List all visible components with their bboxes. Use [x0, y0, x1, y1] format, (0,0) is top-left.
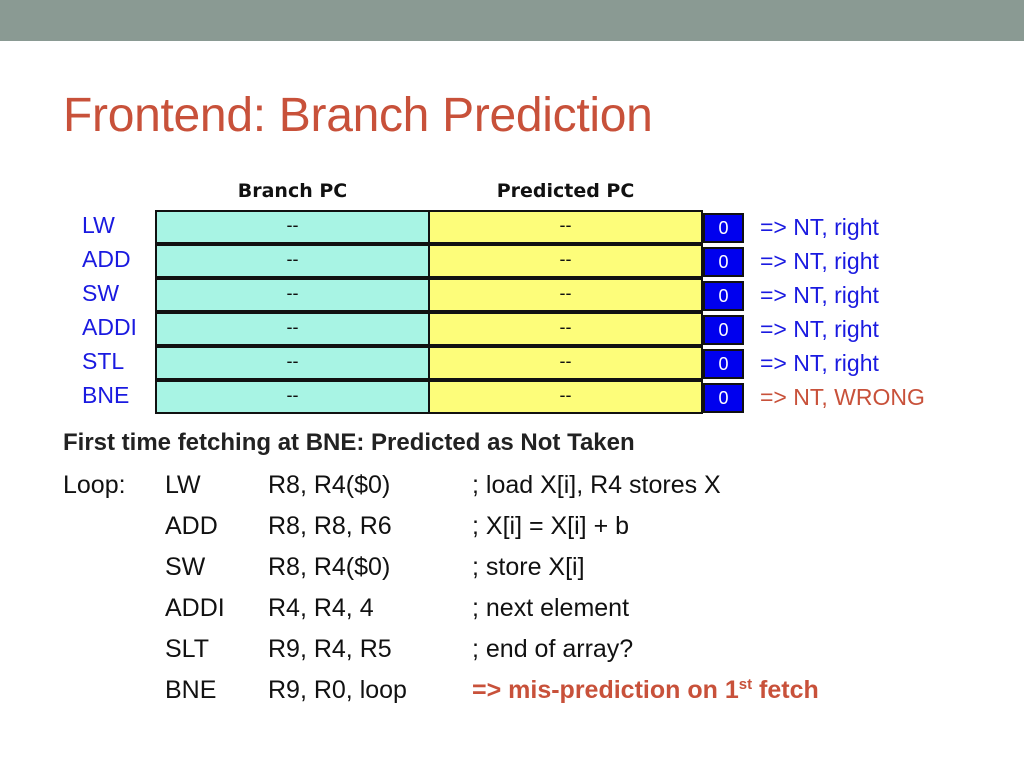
code-operands: R9, R0, loop — [268, 676, 407, 704]
code-operands: R8, R4($0) — [268, 553, 391, 581]
branch-pc-cell: -- — [155, 244, 430, 278]
predicted-pc-cell: -- — [428, 278, 703, 312]
code-operands: R8, R8, R6 — [268, 512, 392, 540]
prediction-bit: 0 — [703, 383, 744, 413]
code-opcode: ADD — [165, 512, 218, 540]
code-comment: ; load X[i], R4 stores X — [472, 471, 721, 499]
branch-pc-cell: -- — [155, 210, 430, 244]
prediction-bit: 0 — [703, 281, 744, 311]
top-bar — [0, 0, 1024, 41]
predicted-pc-cell: -- — [428, 244, 703, 278]
row-label: STL — [82, 348, 125, 374]
branch-pc-cell: -- — [155, 312, 430, 346]
prediction-outcome: => NT, right — [760, 350, 879, 376]
code-operands: R8, R4($0) — [268, 471, 391, 499]
code-label: Loop: — [63, 471, 126, 499]
header-predicted-pc: Predicted PC — [496, 180, 635, 202]
code-opcode: ADDI — [165, 594, 225, 622]
header-branch-pc: Branch PC — [237, 180, 348, 202]
code-operands: R9, R4, R5 — [268, 635, 392, 663]
misprediction-note: => mis-prediction on 1st fetch — [472, 674, 819, 706]
prediction-outcome: => NT, right — [760, 214, 879, 240]
code-comment: ; X[i] = X[i] + b — [472, 512, 630, 540]
predicted-pc-cell: -- — [428, 346, 703, 380]
ordinal-suffix: st — [738, 676, 753, 693]
branch-pc-cell: -- — [155, 346, 430, 380]
prediction-bit: 0 — [703, 315, 744, 345]
row-label: SW — [82, 280, 120, 306]
branch-pc-cell: -- — [155, 278, 430, 312]
code-comment: ; next element — [472, 594, 630, 622]
misprediction-note-text: => mis-prediction on 1 — [472, 676, 739, 704]
predicted-pc-cell: -- — [428, 312, 703, 346]
code-operands: R4, R4, 4 — [268, 594, 374, 622]
prediction-outcome: => NT, right — [760, 316, 879, 342]
code-comment: ; store X[i] — [472, 553, 585, 581]
row-label: BNE — [82, 382, 130, 408]
prediction-outcome-wrong: => NT, WRONG — [760, 384, 925, 410]
predicted-pc-cell: -- — [428, 380, 703, 414]
prediction-bit: 0 — [703, 247, 744, 277]
prediction-outcome: => NT, right — [760, 248, 879, 274]
slide-title: Frontend: Branch Prediction — [63, 89, 653, 142]
predicted-pc-cell: -- — [428, 210, 703, 244]
branch-pc-cell: -- — [155, 380, 430, 414]
prediction-outcome: => NT, right — [760, 282, 879, 308]
row-label: LW — [82, 212, 115, 238]
code-comment: ; end of array? — [472, 635, 634, 663]
code-opcode: BNE — [165, 676, 217, 704]
caption: First time fetching at BNE: Predicted as… — [63, 429, 635, 456]
code-opcode: LW — [165, 471, 201, 499]
code-opcode: SLT — [165, 635, 209, 663]
misprediction-note-tail: fetch — [752, 676, 819, 704]
code-opcode: SW — [165, 553, 206, 581]
prediction-bit: 0 — [703, 213, 744, 243]
prediction-bit: 0 — [703, 349, 744, 379]
row-label: ADDI — [82, 314, 137, 340]
row-label: ADD — [82, 246, 131, 272]
